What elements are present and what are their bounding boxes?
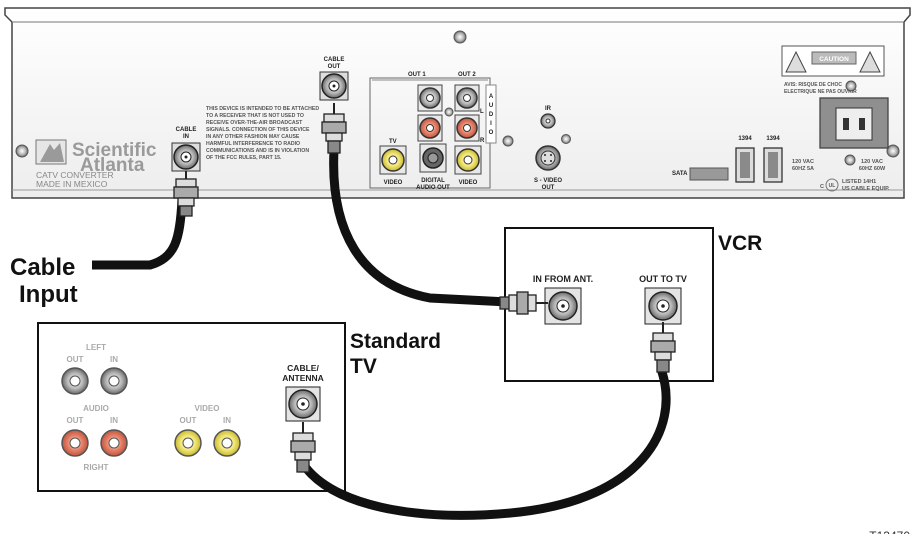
svg-text:RECEIVE OVER-THE-AIR BROADCAST: RECEIVE OVER-THE-AIR BROADCAST bbox=[206, 120, 303, 126]
svg-text:R: R bbox=[480, 138, 485, 144]
svg-text:O: O bbox=[489, 130, 494, 136]
svg-text:IR: IR bbox=[545, 106, 552, 112]
svg-text:ELECTRIQUE NE PAS OUVRIR: ELECTRIQUE NE PAS OUVRIR bbox=[784, 89, 857, 95]
svg-text:S - VIDEO: S - VIDEO bbox=[534, 178, 562, 184]
svg-text:TO A RECEIVER THAT IS NOT USED: TO A RECEIVER THAT IS NOT USED TO bbox=[206, 113, 304, 119]
out-to-tv-label: OUT TO TV bbox=[639, 274, 687, 284]
cable-connectors bbox=[173, 103, 676, 473]
fcc-notice: THIS DEVICE IS INTENDED TO BE ATTACHED T… bbox=[206, 106, 319, 161]
cable-in-label-1: CABLE bbox=[176, 127, 197, 133]
model-line2: MADE IN MEXICO bbox=[36, 179, 108, 189]
vcr-title: VCR bbox=[718, 232, 762, 255]
svg-text:OUT: OUT bbox=[180, 416, 197, 425]
scientific-atlanta-logo: Scientific Atlanta bbox=[35, 139, 157, 176]
svg-text:OUT 2: OUT 2 bbox=[458, 72, 476, 78]
sata-port bbox=[689, 167, 729, 181]
cable-input-line bbox=[92, 199, 187, 270]
cable-in-label-2: IN bbox=[183, 134, 189, 140]
svg-text:OUT: OUT bbox=[67, 416, 84, 425]
warning-icon bbox=[859, 50, 881, 73]
brand-line2: Atlanta bbox=[80, 155, 145, 176]
svg-text:LISTED 14H1: LISTED 14H1 bbox=[842, 179, 876, 185]
screw-icon bbox=[886, 144, 900, 158]
cable-out-label-2: OUT bbox=[328, 64, 341, 70]
svg-text:RIGHT: RIGHT bbox=[84, 463, 109, 472]
svg-text:SIGNALS. CONNECTION OF THIS DE: SIGNALS. CONNECTION OF THIS DEVICE bbox=[206, 127, 310, 133]
svg-text:HARMFUL INTERFERENCE TO RADIO: HARMFUL INTERFERENCE TO RADIO bbox=[206, 141, 300, 147]
tv-title-line1: Standard bbox=[350, 330, 441, 353]
svg-text:C: C bbox=[820, 184, 824, 190]
svg-text:OUT: OUT bbox=[542, 185, 555, 191]
svg-text:A: A bbox=[489, 94, 494, 100]
cable-input-label-2: Input bbox=[19, 281, 78, 308]
caution-label: CAUTION bbox=[781, 45, 885, 77]
svg-text:CAUTION: CAUTION bbox=[819, 56, 849, 63]
tv-title-line2: TV bbox=[350, 355, 377, 378]
svg-text:D: D bbox=[489, 112, 494, 118]
ul-mark-icon bbox=[825, 178, 839, 192]
vcr-box: VCR IN FROM ANT. OUT TO TV bbox=[504, 227, 762, 382]
converter-to-vcr-cable bbox=[329, 145, 513, 307]
svg-text:120 VAC: 120 VAC bbox=[861, 159, 883, 165]
screw-icon bbox=[453, 30, 467, 44]
brand-line1: Scientific bbox=[72, 140, 157, 161]
svg-text:60HZ 60W: 60HZ 60W bbox=[859, 166, 886, 172]
svg-text:UL: UL bbox=[829, 183, 836, 189]
svg-text:COMMUNICATIONS AND IS IN VIOLA: COMMUNICATIONS AND IS IN VIOLATION bbox=[206, 148, 309, 154]
model-line1: CATV CONVERTER bbox=[36, 170, 114, 180]
svg-text:120 VAC: 120 VAC bbox=[792, 159, 814, 165]
svg-text:OUT: OUT bbox=[67, 355, 84, 364]
svg-text:LEFT: LEFT bbox=[86, 343, 106, 352]
svg-text:AUDIO: AUDIO bbox=[83, 404, 109, 413]
cable-input-label-1: Cable bbox=[10, 254, 75, 281]
svg-text:SATA: SATA bbox=[672, 171, 688, 177]
svg-text:CABLE/: CABLE/ bbox=[287, 363, 319, 373]
standard-tv-box: Standard TV LEFT OUT IN AUDIO OUT IN RIG… bbox=[37, 322, 441, 492]
svg-text:THIS DEVICE IS INTENDED TO BE: THIS DEVICE IS INTENDED TO BE ATTACHED bbox=[206, 106, 319, 112]
svg-text:DIGITAL: DIGITAL bbox=[421, 178, 445, 184]
svg-text:IN: IN bbox=[223, 416, 231, 425]
svg-text:1394: 1394 bbox=[738, 136, 752, 142]
svg-text:US CABLE EQUIP.: US CABLE EQUIP. bbox=[842, 186, 890, 192]
svg-text:IN ANY OTHER FASHION MAY CAUSE: IN ANY OTHER FASHION MAY CAUSE bbox=[206, 134, 300, 140]
cable-out-label-1: CABLE bbox=[324, 57, 345, 63]
svg-text:IN: IN bbox=[110, 355, 118, 364]
svg-text:VIDEO: VIDEO bbox=[459, 180, 478, 186]
svg-text:TV: TV bbox=[389, 139, 397, 145]
svg-text:VIDEO: VIDEO bbox=[384, 180, 403, 186]
converter-back-panel: Scientific Atlanta CATV CONVERTER MADE I… bbox=[4, 7, 911, 199]
svg-text:1394: 1394 bbox=[766, 136, 780, 142]
svg-text:OF THE FCC RULES, PART 15.: OF THE FCC RULES, PART 15. bbox=[206, 155, 282, 161]
svg-text:AUDIO OUT: AUDIO OUT bbox=[416, 185, 450, 191]
svg-text:60HZ 5A: 60HZ 5A bbox=[792, 166, 814, 172]
svg-text:AVIS: RISQUE DE CHOC: AVIS: RISQUE DE CHOC bbox=[784, 82, 842, 88]
svg-text:OUT 1: OUT 1 bbox=[408, 72, 426, 78]
warning-icon bbox=[785, 50, 807, 73]
screw-icon bbox=[15, 144, 29, 158]
svg-text:I: I bbox=[490, 121, 492, 127]
figure-id: T13470 bbox=[869, 529, 910, 534]
av-jack-block: OUT 1 OUT 2 A U D I O L R T bbox=[369, 72, 514, 191]
svg-text:ANTENNA: ANTENNA bbox=[282, 373, 324, 383]
svg-text:L: L bbox=[480, 109, 484, 115]
svg-text:IN: IN bbox=[110, 416, 118, 425]
in-from-ant-label: IN FROM ANT. bbox=[533, 274, 593, 284]
svg-text:VIDEO: VIDEO bbox=[195, 404, 220, 413]
svg-text:U: U bbox=[489, 103, 493, 109]
vcr-to-tv-cable bbox=[301, 367, 671, 520]
